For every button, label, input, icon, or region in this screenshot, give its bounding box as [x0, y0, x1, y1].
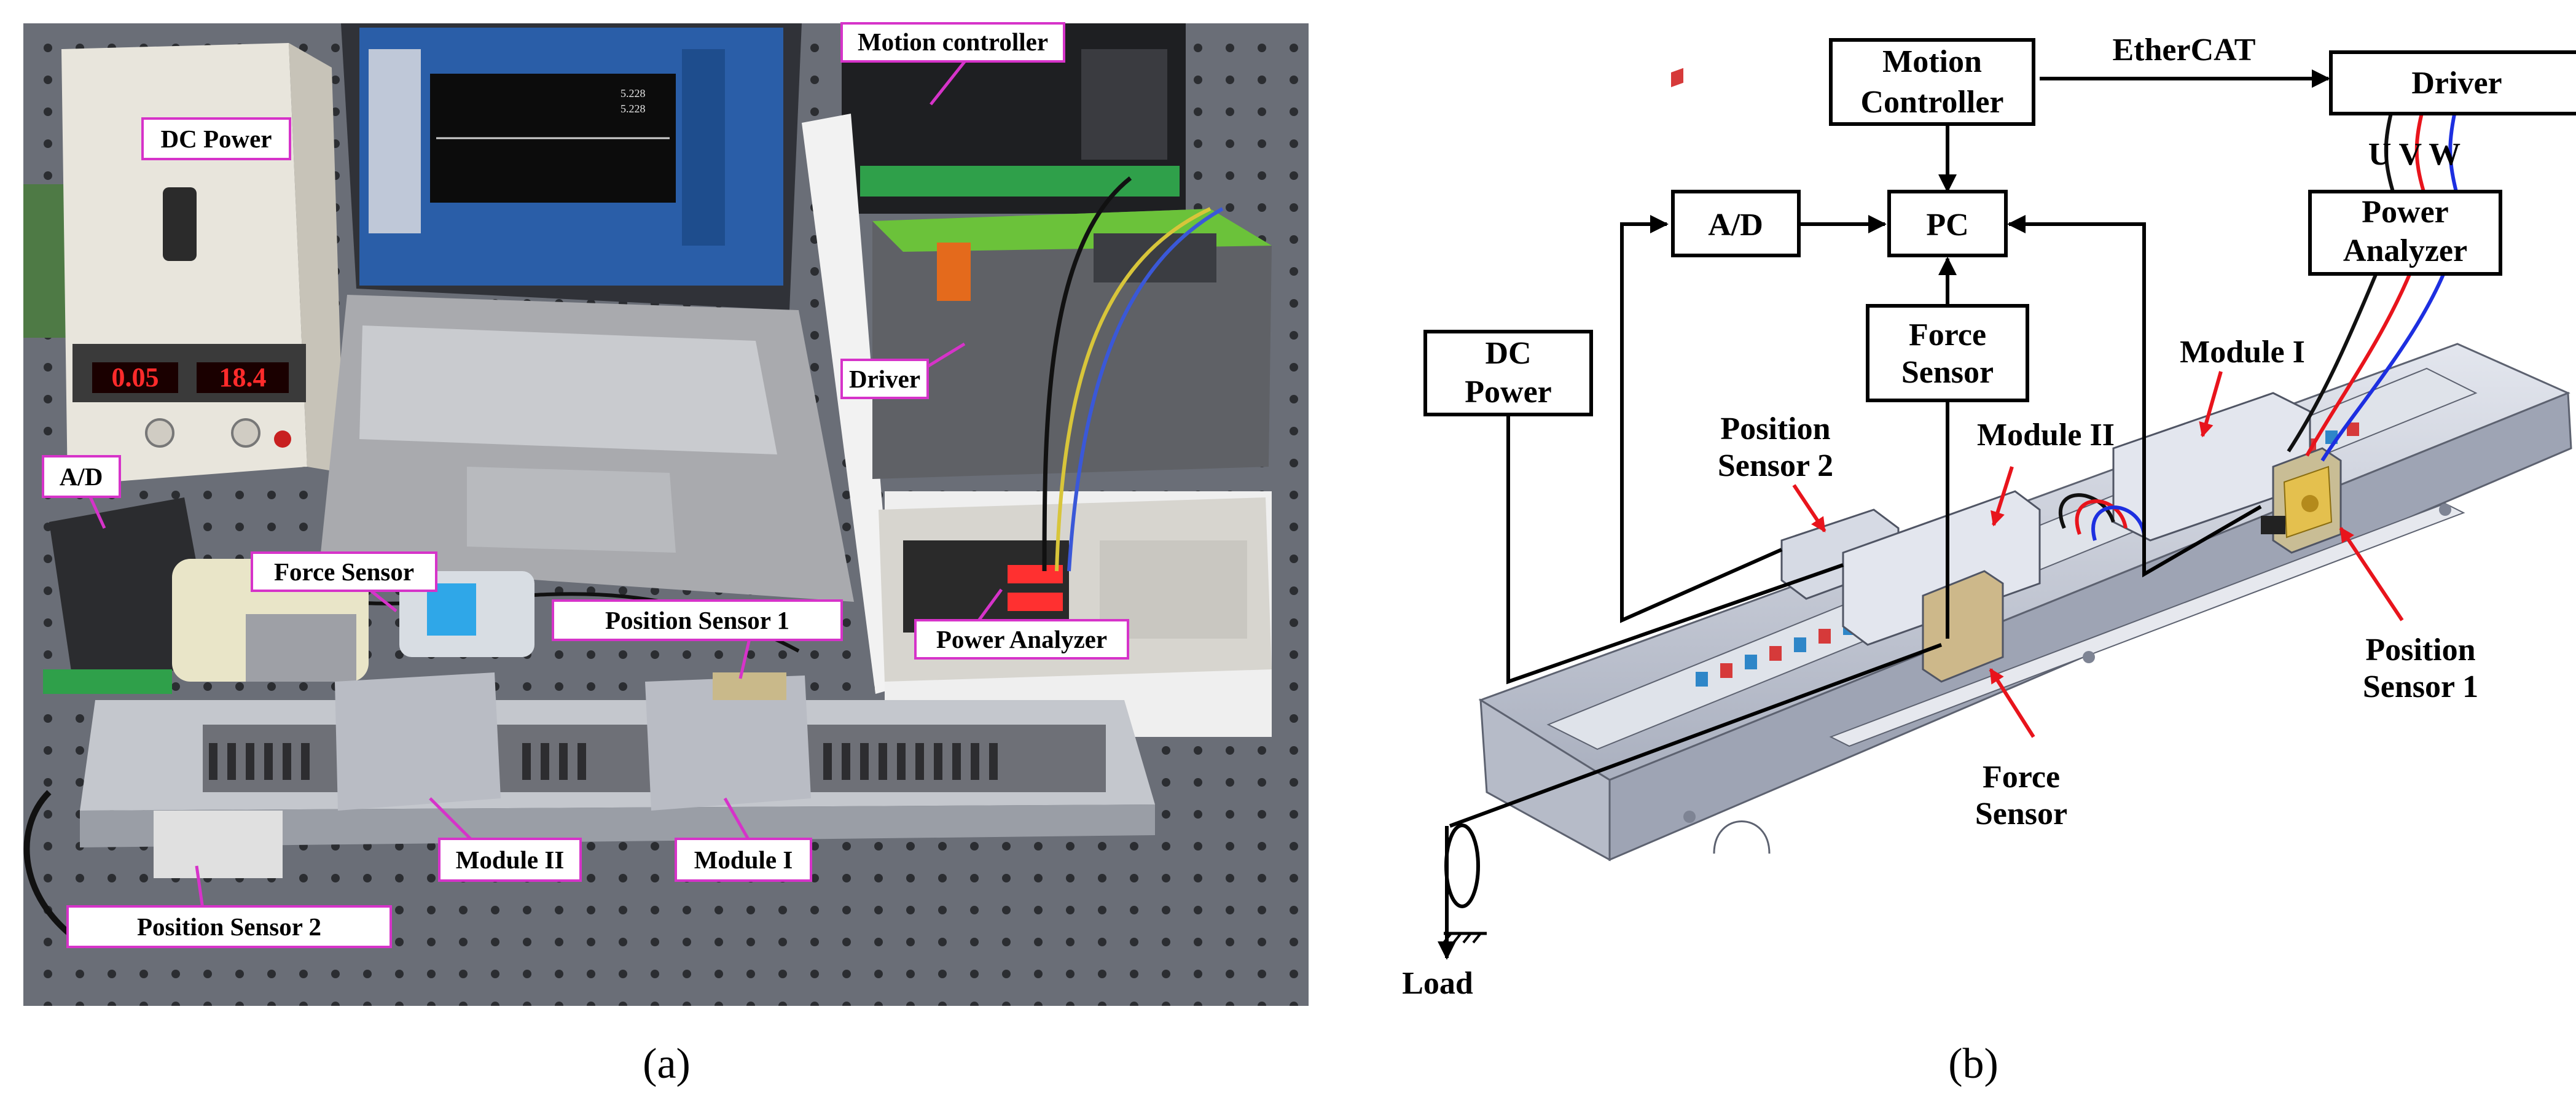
force-sensor-box — [1866, 304, 2029, 402]
force-sensor-box-line1: Force — [1909, 317, 1986, 352]
position-sensor-1-to-pc — [2007, 215, 2262, 578]
callout-power-analyzer: Power Analyzer — [914, 619, 1129, 660]
psu-voltage-display: 0.05 — [112, 362, 159, 392]
dc-power-box — [1423, 330, 1593, 416]
dc-power-line1: DC — [1485, 336, 1531, 371]
position-sensor-2-block — [154, 811, 283, 878]
foam-block — [802, 114, 897, 694]
power-analyzer-box — [2308, 190, 2502, 276]
ad-box — [1671, 190, 1801, 257]
callout-module-ii: Module II — [438, 838, 582, 882]
signal-lines — [1449, 69, 2330, 828]
dc-power-line2: Power — [1465, 375, 1551, 410]
callout-driver-label: Driver — [849, 365, 920, 393]
callout-position-sensor-1-label: Position Sensor 1 — [605, 606, 789, 634]
force-sensor-line1: Force — [1983, 760, 2060, 795]
callout-position-sensor-2-label: Position Sensor 2 — [137, 913, 321, 941]
callout-motion-controller-label: Motion controller — [858, 28, 1048, 56]
module-ii-block — [335, 672, 501, 811]
callout-ad-label: A/D — [60, 462, 103, 491]
psu-handle — [163, 187, 197, 261]
driver-label: Driver — [2411, 66, 2502, 101]
callout-module-i: Module I — [675, 838, 812, 882]
linear-motor-track — [23, 672, 1155, 949]
callout-force-sensor-label: Force Sensor — [274, 558, 414, 586]
module-i-label: Module I — [2180, 335, 2305, 370]
position-sensor-1-line1: Position — [2365, 633, 2475, 668]
laptop-readout-1: 5.228 — [621, 87, 646, 99]
dc-power-supply: 0.05 18.4 — [61, 43, 344, 485]
panel-b-diagram: Motion Controller Driver A/D PC Power An… — [1402, 33, 2576, 1088]
motion-controller-box — [1829, 38, 2035, 126]
module-ii-label: Module II — [1977, 418, 2115, 453]
motion-controller-line1: Motion — [1882, 44, 1982, 79]
callout-dc-power: DC Power — [141, 117, 291, 160]
force-sensor-box-line2: Sensor — [1901, 355, 1994, 390]
laptop-readout-2: 5.228 — [621, 103, 646, 115]
callout-module-ii-label: Module II — [456, 846, 565, 874]
force-sensor-block — [1922, 570, 2004, 683]
caption-b: (b) — [1948, 1040, 1999, 1088]
position-sensor-1-line2: Sensor 1 — [2363, 669, 2478, 704]
callout-ad: A/D — [42, 455, 121, 498]
power-analyzer-line2: Analyzer — [2343, 233, 2467, 268]
load-pulley — [1438, 823, 1487, 960]
callout-driver: Driver — [840, 359, 929, 399]
block-boxes — [1423, 38, 2576, 416]
uvw-label: U V W — [2368, 137, 2461, 172]
load-cable — [1449, 643, 1943, 828]
driver-unit — [872, 209, 1272, 479]
callout-force-sensor: Force Sensor — [251, 551, 437, 592]
laptop: 5.228 5.228 — [319, 23, 854, 602]
position-sensor-2-to-ad — [1620, 215, 1783, 623]
position-sensor-2-line1: Position — [1720, 411, 1830, 446]
callout-module-i-label: Module I — [694, 846, 793, 874]
laptop-touchpad — [467, 467, 676, 553]
dc-power-wire — [1506, 411, 1844, 685]
module-ii-block — [1842, 490, 2041, 646]
ad-label: A/D — [1708, 208, 1763, 243]
position-sensor-2-line2: Sensor 2 — [1718, 448, 1833, 483]
green-board — [23, 184, 66, 338]
pc-label: PC — [1926, 208, 1968, 243]
callout-power-analyzer-label: Power Analyzer — [936, 625, 1107, 653]
force-sensor-line2: Sensor — [1975, 796, 2067, 831]
psu-current-display: 18.4 — [219, 362, 267, 392]
block-labels: Motion Controller Driver A/D PC Power An… — [1465, 44, 2502, 410]
driver-box — [2329, 50, 2576, 115]
callouts: DC Power Motion controller Driver A/D Fo… — [42, 22, 1129, 948]
callout-motion-controller: Motion controller — [840, 22, 1065, 63]
module-ii-coils — [2059, 493, 2146, 541]
motion-controller-line2: Controller — [1861, 85, 2004, 120]
load-label: Load — [1402, 966, 1473, 1001]
panel-a-photo: 0.05 18.4 5.228 5.228 — [23, 22, 1309, 1088]
annotation-labels: EtherCAT U V W Module I Module II Positi… — [1402, 33, 2478, 1001]
red-pointer-arrows — [1792, 371, 2404, 738]
pc-box — [1887, 190, 2008, 257]
callout-position-sensor-2: Position Sensor 2 — [66, 905, 392, 948]
caption-a: (a) — [643, 1040, 691, 1088]
linear-motor-rail — [1478, 68, 2572, 862]
callout-position-sensor-1: Position Sensor 1 — [552, 599, 843, 641]
rail-components — [1780, 392, 2342, 683]
power-analyzer-line1: Power — [2362, 195, 2448, 230]
callout-dc-power-label: DC Power — [160, 125, 272, 153]
uvw-wires — [2287, 105, 2458, 462]
module-i-block — [645, 676, 811, 811]
ethercat-label: EtherCAT — [2112, 33, 2255, 68]
